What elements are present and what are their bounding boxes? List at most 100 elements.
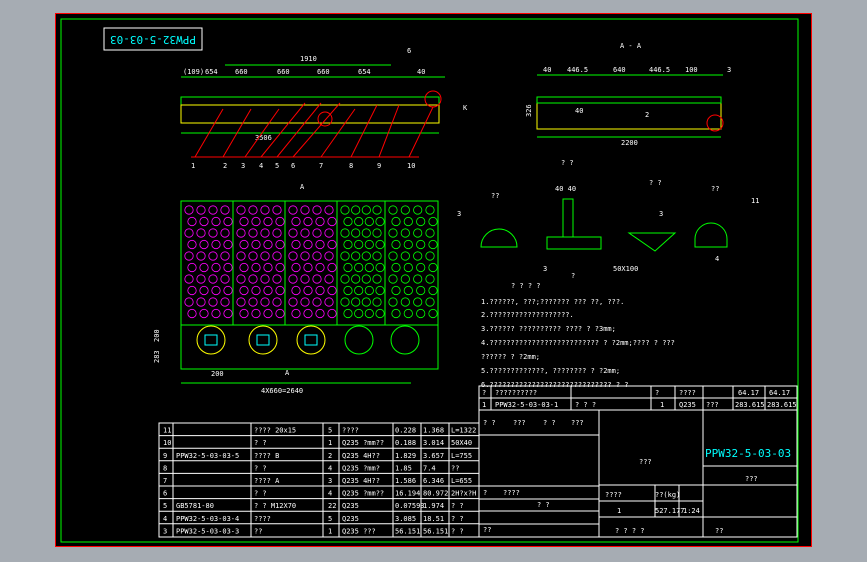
perforation-hole (375, 239, 385, 250)
perforation-hole (223, 216, 233, 227)
technical-notes: ? ? ? ? 1.??????, ???;??????? ??? ??, ??… (481, 282, 675, 389)
tc-g: ? ? ? ? (615, 527, 645, 535)
perforation-hole (236, 228, 246, 238)
perforation-hole (300, 205, 310, 215)
bom-cell-qty: 5 (328, 427, 332, 435)
ut-r1c6: 64.17 (769, 389, 790, 397)
section-top-plate (536, 96, 722, 104)
perforation-hole (303, 239, 313, 250)
note-4b: ?????? ? ?2mm; (481, 353, 540, 361)
bom-cell-code: GB5781-80 (176, 502, 214, 510)
perforation-hole (239, 262, 249, 273)
plan-lower-strip (180, 324, 439, 370)
perforation-hole (303, 262, 313, 273)
perforation-hole (327, 239, 337, 250)
note-2: 2.???????????????????. (481, 311, 574, 319)
perforation-hole (391, 308, 401, 319)
bom-cell-w2: 3.657 (423, 452, 444, 460)
perforation-hole (425, 297, 435, 307)
perforation-hole (388, 251, 398, 261)
tc-a: ? ? (483, 419, 496, 427)
perforation-hole (251, 262, 261, 273)
note-5: 5.?????????????, ???????? ? ?2mm; (481, 367, 620, 375)
perforation-hole (275, 239, 285, 250)
perforation-hole (208, 251, 218, 261)
perforation-hole (208, 205, 218, 215)
ut-r2c5: Q235 (679, 401, 696, 409)
perforation-hole (428, 262, 438, 273)
bom-cell-qty: 5 (328, 515, 332, 523)
perforation-hole (364, 216, 374, 227)
view-label-a2: A (285, 369, 290, 377)
perforation-hole (340, 251, 350, 261)
sec-dim-2200: 2200 (621, 139, 638, 147)
perforation-hole (354, 239, 364, 250)
bom-cell-note: L=1322 (451, 427, 476, 435)
perforation-hole (315, 308, 325, 319)
callout-7: 7 (319, 162, 323, 170)
bom-cell-w1: 56.151 (395, 527, 420, 535)
perforation-hole (327, 285, 337, 296)
perforation-hole (263, 239, 273, 250)
perforation-hole (361, 274, 371, 284)
detail-label-q1: ?? (491, 192, 499, 200)
note-1: 1.??????, ???;??????? ??? ??, ???. (481, 298, 624, 306)
perforation-hole (199, 308, 209, 319)
perforation-hole (403, 285, 413, 296)
cad-drawing: PPW32-5-03-03 (109) 654 660 660 660 654 … (55, 13, 812, 547)
perforation-hole (275, 285, 285, 296)
view-label-a: A (300, 183, 305, 191)
perforation-hole (361, 228, 371, 238)
title-scale: 1:24 (683, 507, 700, 515)
perforation-hole (211, 308, 221, 319)
perforation-hole (208, 228, 218, 238)
perforation-hole (364, 262, 374, 273)
perforation-hole (354, 308, 364, 319)
perforation-hole (372, 228, 382, 238)
bom-cell-qty: 1 (328, 439, 332, 447)
outer-frame (55, 13, 812, 547)
perforation-hole (391, 216, 401, 227)
perforation-hole (425, 205, 435, 215)
title-block: PPW32-5-03-03 ??? ??? ???? ??(kg) 1 527.… (478, 409, 798, 538)
sec-label-2: 2 (645, 111, 649, 119)
bom-cell-mat: Q235 4H?? (342, 477, 380, 485)
perforation-hole (248, 228, 258, 238)
perforation-hole (372, 205, 382, 215)
sec-dim-326: 326 (525, 104, 533, 117)
bom-cell-code: PPW32-5-03-03-3 (176, 527, 239, 535)
perforation-hole (303, 216, 313, 227)
perforation-hole (303, 285, 313, 296)
section-a-a: A - A 40 446.5 640 446.5 100 3 2200 326 … (525, 42, 731, 147)
bom-cell-mat: Q235 ?mm? (342, 464, 380, 472)
bom-cell-w2: 56.151 (423, 527, 448, 535)
perforation-hole (324, 274, 334, 284)
bom-cell-w2: 6.346 (423, 477, 444, 485)
bom-cell-name: ?? (254, 527, 262, 535)
outlet-2 (248, 325, 278, 355)
perforation-hole (388, 274, 398, 284)
bom-cell-no: 9 (163, 452, 167, 460)
ut-r1c2: ?????????? (495, 389, 537, 397)
perforation-hole (220, 205, 230, 215)
bom-cell-w1: 0.188 (395, 439, 416, 447)
perforation-hole (199, 262, 209, 273)
perforation-hole (211, 285, 221, 296)
perforation-hole (413, 205, 423, 215)
perforation-hole (400, 274, 410, 284)
bom-cell-w1: 0.228 (395, 427, 416, 435)
callout-9: 9 (377, 162, 381, 170)
perforation-hole (220, 251, 230, 261)
perforation-hole (260, 274, 270, 284)
perforation-hole (400, 297, 410, 307)
bom-cell-w1: 16.194 (395, 490, 420, 498)
perforation-hole (400, 205, 410, 215)
bom-cell-note: ? ? (451, 527, 464, 535)
perforation-hole (275, 216, 285, 227)
perforation-hole (403, 262, 413, 273)
title-qty: 1 (617, 507, 621, 515)
detail-label-50x100: 50X100 (613, 265, 638, 273)
ut-r1c5: 64.17 (738, 389, 759, 397)
dim-3506: 3506 (255, 134, 272, 142)
perforation-hole (272, 205, 282, 215)
